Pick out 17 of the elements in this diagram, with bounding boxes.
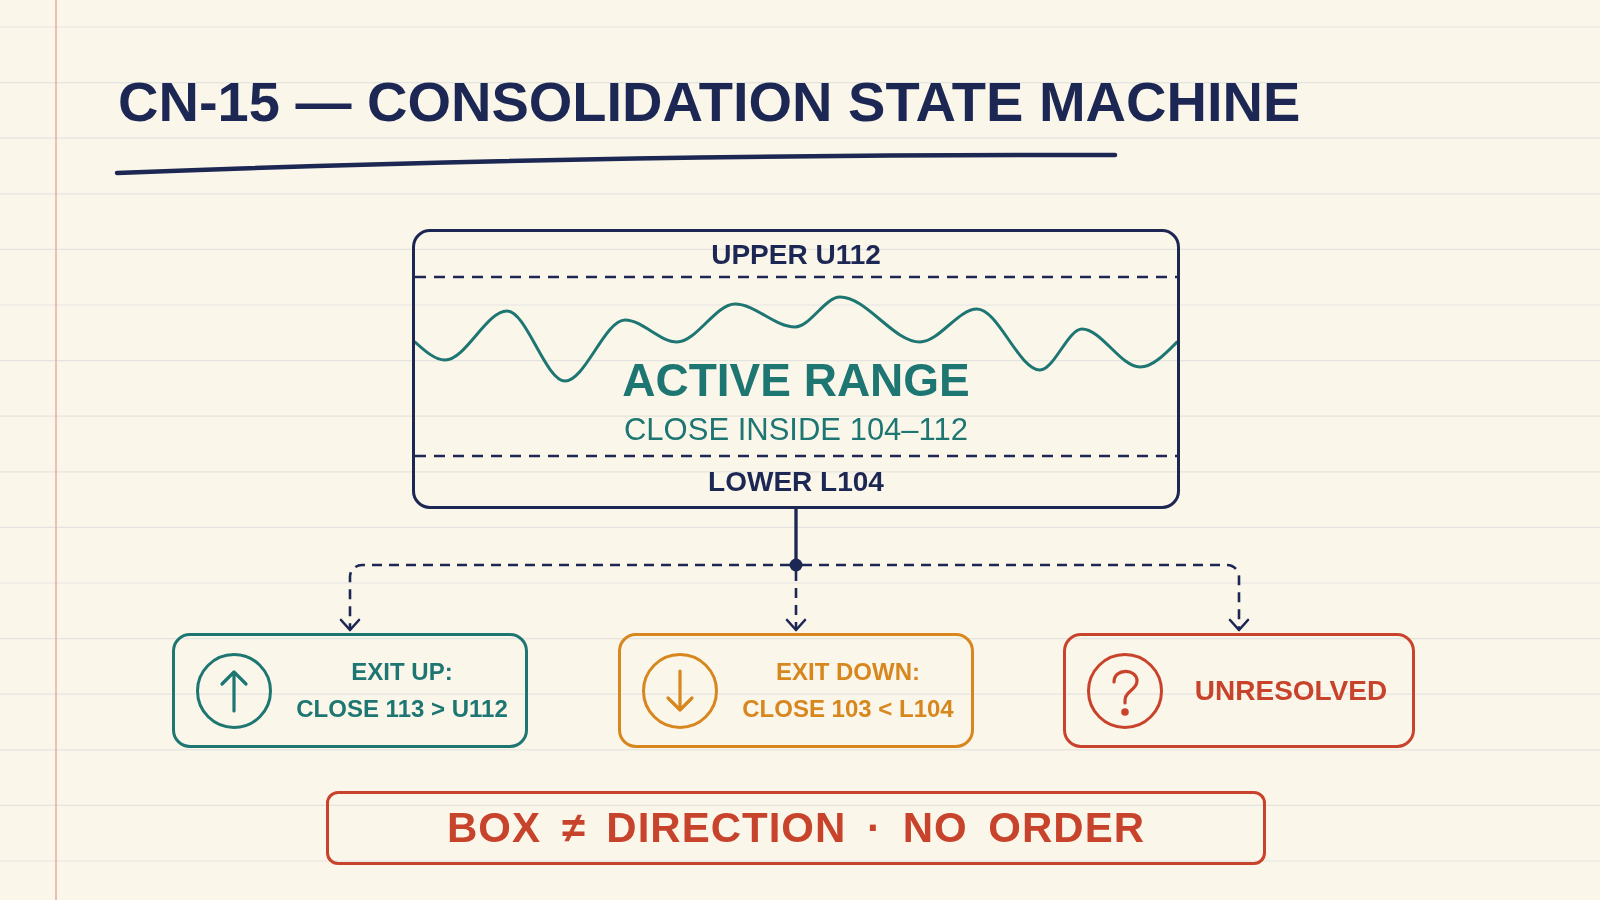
- upper-bound-label: UPPER U112: [711, 239, 881, 271]
- range-state-box: [412, 229, 1180, 509]
- state-label: UNRESOLVED: [1194, 675, 1388, 706]
- state-box: [618, 633, 974, 748]
- state-title: EXIT DOWN:: [776, 658, 920, 686]
- state-condition: CLOSE INSIDE 104–112: [623, 412, 969, 448]
- state-box: [172, 633, 528, 748]
- state-condition: CLOSE 113 > U112: [296, 695, 508, 723]
- state-title: ACTIVE RANGE: [622, 354, 970, 406]
- state-box: [1063, 633, 1415, 748]
- arrow: [794, 509, 1250, 632]
- state-condition: CLOSE 103 < L104: [742, 695, 954, 723]
- lower-bound-label: LOWER L104: [708, 466, 884, 498]
- state-title: EXIT UP:: [351, 658, 453, 686]
- note-box: [326, 791, 1266, 865]
- note-text: BOX ≠ DIRECTION · NO ORDER: [446, 804, 1146, 852]
- diagram-title: CN-15 — CONSOLIDATION STATE MACHINE: [118, 74, 1301, 130]
